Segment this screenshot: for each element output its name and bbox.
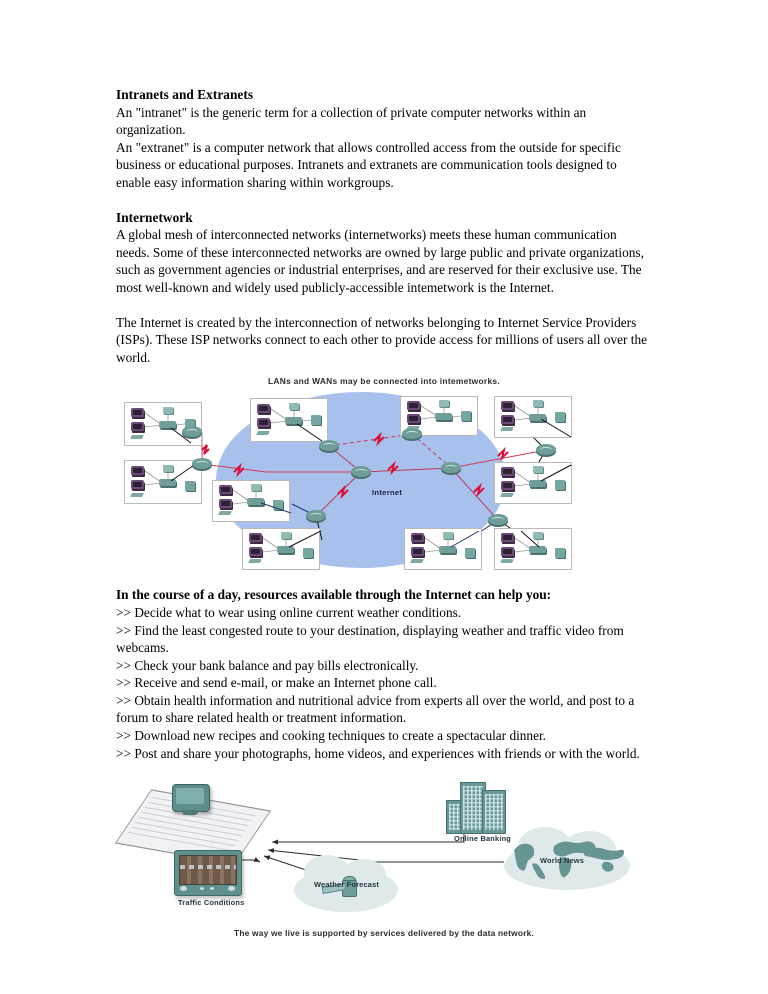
router-icon — [351, 466, 371, 478]
paragraph-global-mesh: A global mesh of interconnected networks… — [116, 227, 644, 295]
figure-services-caption: The way we live is supported by services… — [234, 928, 534, 939]
router-icon — [306, 510, 326, 522]
bullet-marker: >> — [116, 745, 131, 761]
label-online-banking: Online Banking — [454, 834, 512, 844]
list-item: >> Receive and send e-mail, or make an I… — [116, 674, 652, 692]
list-item: >> Download new recipes and cooking tech… — [116, 727, 652, 745]
list-item-text: Download new recipes and cooking techniq… — [134, 728, 546, 744]
spacer — [116, 297, 652, 314]
lan-box — [242, 528, 321, 571]
paragraph-extranet: An "extranet" is a computer network that… — [116, 139, 621, 190]
list-item-text: Check your bank balance and pay bills el… — [134, 657, 419, 673]
router-icon — [488, 514, 508, 526]
bullet-marker: >> — [116, 675, 131, 691]
paragraph-isp: The Internet is created by the interconn… — [116, 314, 648, 365]
lan-box — [404, 528, 482, 571]
lan-box — [250, 398, 328, 443]
router-icon — [182, 426, 202, 438]
paragraph-intranet: An "intranet" is the generic term for a … — [116, 104, 587, 138]
figure-internetwork-stage: Internet — [116, 388, 652, 572]
monitor-icon — [172, 784, 210, 813]
list-item-text: Post and share your photographs, home vi… — [134, 745, 640, 761]
lan-box — [124, 402, 202, 447]
bullet-marker: >> — [116, 657, 131, 673]
section-heading-internetwork: Internetwork — [116, 209, 193, 225]
label-world-news: World News — [540, 856, 585, 866]
desk-computer-illustration — [114, 784, 276, 865]
bullet-marker: >> — [116, 692, 131, 708]
lan-box — [494, 528, 572, 571]
list-item: >> Find the least congested route to you… — [116, 622, 652, 657]
figure-services-stage: Online Banking World News — [114, 776, 652, 928]
spacer — [116, 192, 652, 209]
list-item-text: Receive and send e-mail, or make an Inte… — [134, 675, 437, 691]
lan-box — [124, 460, 202, 505]
traffic-monitor-base — [180, 886, 236, 892]
bullet-marker: >> — [116, 728, 131, 744]
router-icon — [402, 428, 422, 440]
figure-services: Online Banking World News — [114, 776, 652, 956]
bullet-marker: >> — [116, 622, 131, 638]
internet-uses-lead: In the course of a day, resources availa… — [116, 587, 552, 603]
list-item: >> Check your bank balance and pay bills… — [116, 657, 652, 675]
office-building-icon — [446, 778, 508, 835]
traffic-monitor-icon — [174, 850, 242, 897]
router-icon — [536, 444, 556, 456]
internet-cloud-label: Internet — [372, 488, 403, 498]
list-item: >> Decide what to wear using online curr… — [116, 604, 652, 622]
list-item: >> Obtain health information and nutriti… — [116, 692, 652, 727]
bullet-marker: >> — [116, 604, 131, 620]
internet-uses-section: In the course of a day, resources availa… — [116, 586, 652, 762]
list-item-text: Decide what to wear using online current… — [134, 604, 462, 620]
figure-internetwork: LANs and WANs may be connected into inte… — [116, 376, 652, 572]
lan-box — [494, 396, 572, 439]
figure-internetwork-caption: LANs and WANs may be connected into inte… — [267, 376, 501, 387]
traffic-screen — [179, 855, 237, 886]
list-item-text: Find the least congested route to your d… — [116, 622, 624, 656]
router-icon — [441, 462, 461, 474]
list-item-text: Obtain health information and nutritiona… — [116, 692, 635, 726]
section-heading-intranets: Intranets and Extranets — [116, 87, 254, 102]
lan-box — [212, 480, 291, 523]
monitor-base — [182, 810, 198, 816]
router-icon — [319, 440, 339, 452]
list-item: >> Post and share your photographs, home… — [116, 745, 652, 763]
router-icon — [192, 458, 212, 470]
label-weather-forecast: Weather Forecast — [314, 880, 380, 890]
label-traffic-conditions: Traffic Conditions — [178, 898, 245, 908]
world-map-icon — [514, 841, 625, 880]
document-content: Intranets and Extranets An "intranet" is… — [114, 86, 652, 956]
lan-box — [494, 462, 572, 505]
satellite-icon — [321, 876, 360, 898]
